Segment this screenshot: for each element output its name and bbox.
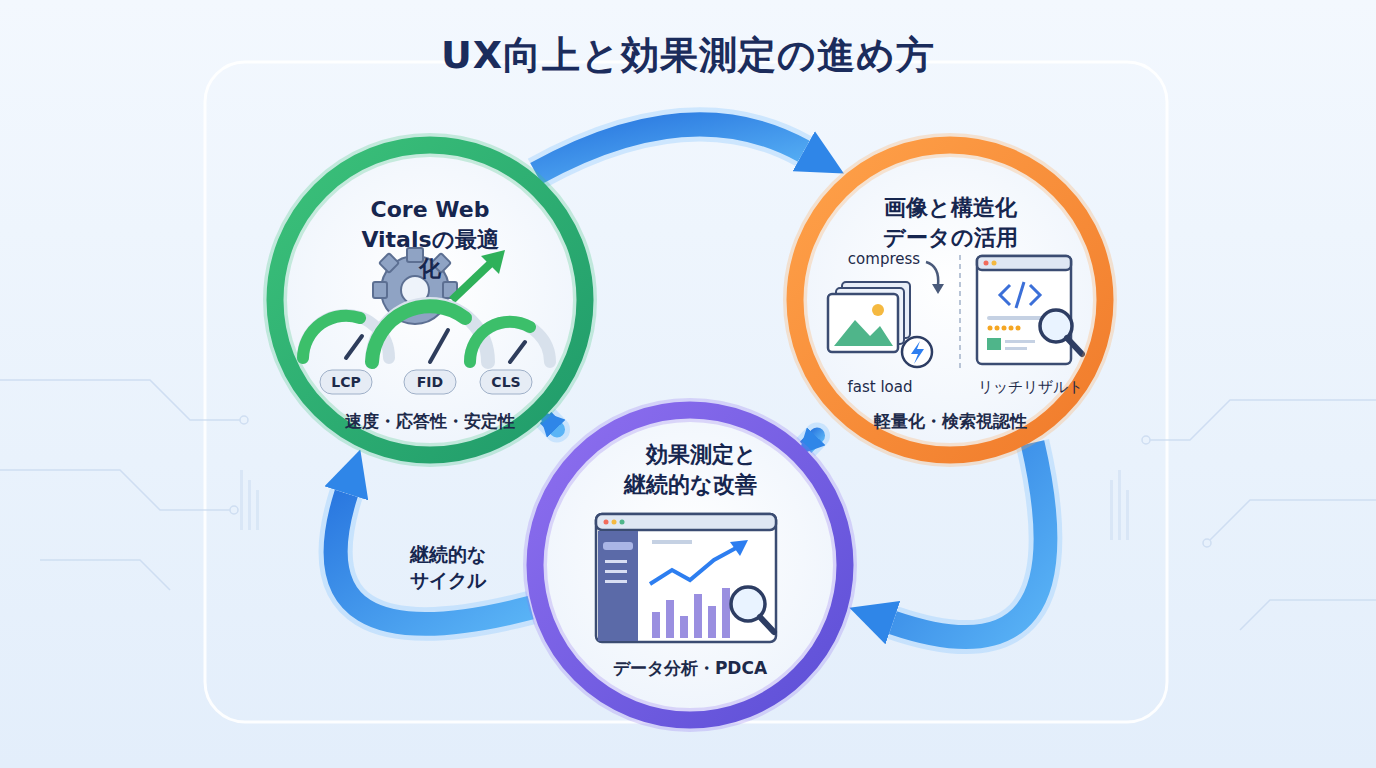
- circle-caption: データ分析・PDCA: [613, 657, 767, 680]
- circle-caption: 軽量化・検索視認性: [874, 410, 1027, 433]
- image-stack: [828, 282, 932, 367]
- arrow-shaft: [806, 436, 817, 448]
- gauge-label: LCP: [331, 374, 360, 390]
- title: UX向上と効果測定の進め方: [0, 30, 1376, 81]
- cycle-arrow: [806, 436, 817, 448]
- arrow-shaft: [536, 124, 804, 173]
- cycle-arrow: [336, 493, 531, 624]
- arrow-shaft: [336, 493, 531, 624]
- ring: [275, 145, 585, 455]
- cycle-arrow: [893, 443, 1046, 637]
- icon-label: compress: [848, 250, 920, 268]
- cycle-circle: 効果測定と継続的な改善データ分析・PDCA: [525, 400, 855, 730]
- arrow-shaft: [546, 418, 557, 430]
- gauge: [303, 304, 550, 362]
- arrow-label: 継続的なサイクル: [406, 542, 490, 593]
- trend-arrow: [452, 262, 492, 300]
- cycle-arrow: [546, 418, 557, 430]
- arrow-glow: [536, 124, 804, 173]
- cycle-arrow: [536, 124, 804, 173]
- circle-heading: 画像と構造化データの活用: [881, 193, 1020, 252]
- gauge-label: FID: [417, 374, 443, 390]
- gauge-label: CLS: [491, 374, 520, 390]
- ring: [795, 145, 1105, 455]
- circle-heading: Core Web Vitalsの最適化: [358, 195, 503, 284]
- circle-heading: 効果測定と継続的な改善: [621, 440, 760, 499]
- dashboard: [596, 514, 776, 642]
- compress-arrow: [926, 262, 938, 286]
- ring-glow: [275, 145, 585, 455]
- ring-glow: [535, 410, 845, 720]
- arrow-shaft: [893, 443, 1046, 637]
- arrow-glow: [336, 493, 531, 624]
- cycle-circle: Core Web Vitalsの最適化速度・応答性・安定性: [265, 135, 595, 465]
- ring-glow: [795, 145, 1105, 455]
- circle-caption: 速度・応答性・安定性: [345, 410, 515, 433]
- icon-label: fast load: [848, 378, 913, 396]
- cycle-circle: 画像と構造化データの活用軽量化・検索視認性: [785, 135, 1115, 465]
- trend-arrow-head: [481, 250, 505, 274]
- ring: [535, 410, 845, 720]
- icon-label: リッチリザルト: [978, 378, 1083, 397]
- code-window: [977, 256, 1082, 364]
- arrow-glow: [546, 418, 557, 430]
- arrow-glow: [806, 436, 817, 448]
- arrow-glow: [893, 443, 1046, 637]
